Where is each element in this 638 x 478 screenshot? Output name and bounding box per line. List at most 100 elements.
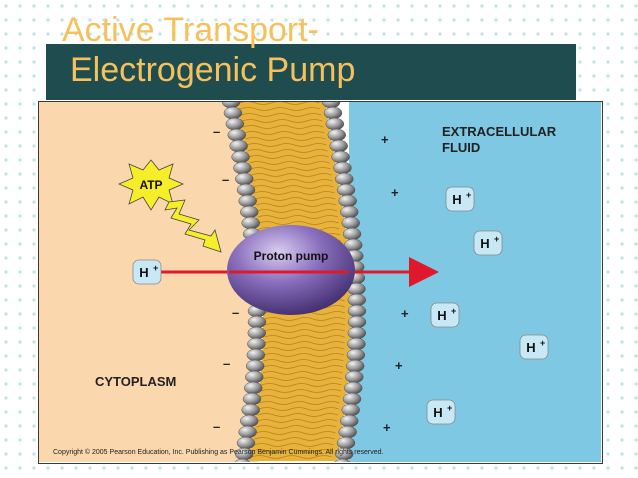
lipid-tail-line <box>250 167 331 171</box>
background-dot <box>4 340 8 344</box>
phospholipid-head <box>246 348 266 362</box>
phospholipid-head <box>347 293 367 307</box>
background-dot <box>606 60 610 64</box>
background-dot <box>522 466 526 470</box>
atp-label: ATP <box>139 178 162 192</box>
background-dot <box>578 32 582 36</box>
background-dot <box>242 32 246 36</box>
background-dot <box>60 4 64 8</box>
background-dot <box>620 4 624 8</box>
background-dot <box>32 200 36 204</box>
background-dot <box>606 130 610 134</box>
background-dot <box>4 144 8 148</box>
phospholipid-head <box>238 425 257 439</box>
background-dot <box>200 32 204 36</box>
background-dot <box>536 466 540 470</box>
phospholipid-head <box>247 337 266 351</box>
phospholipid-head <box>327 128 347 142</box>
lipid-tail-line <box>263 353 345 357</box>
background-dot <box>340 4 344 8</box>
background-dot <box>452 466 456 470</box>
background-dot <box>18 158 22 162</box>
ion-symbol: H <box>437 308 446 323</box>
background-dot <box>32 88 36 92</box>
background-dot <box>102 4 106 8</box>
background-dot <box>4 298 8 302</box>
background-dot <box>32 102 36 106</box>
background-dot <box>326 466 330 470</box>
background-dot <box>480 32 484 36</box>
lipid-tail-line <box>261 383 342 387</box>
lipid-tail-line <box>257 413 339 417</box>
background-dot <box>452 4 456 8</box>
background-dot <box>550 466 554 470</box>
background-dot <box>256 4 260 8</box>
background-dot <box>396 18 400 22</box>
membrane-charges: –––––+++++ <box>213 124 409 435</box>
phospholipid-head <box>334 458 351 462</box>
background-dot <box>424 18 428 22</box>
background-dot <box>466 466 470 470</box>
background-dot <box>18 32 22 36</box>
background-dot <box>46 18 50 22</box>
background-dot <box>508 466 512 470</box>
background-dot <box>200 466 204 470</box>
phospholipid-head <box>247 315 267 329</box>
background-dot <box>60 466 64 470</box>
background-dot <box>606 326 610 330</box>
phospholipid-head <box>241 403 260 417</box>
background-dot <box>32 186 36 190</box>
background-dot <box>606 172 610 176</box>
lipid-tail-line <box>257 215 339 219</box>
ion-charge: + <box>153 263 158 273</box>
background-dot <box>18 88 22 92</box>
proton-pump-label: Proton pump <box>254 249 329 263</box>
background-dot <box>368 32 372 36</box>
background-dot <box>284 466 288 470</box>
background-dot <box>284 32 288 36</box>
phospholipid-head <box>243 381 263 395</box>
background-dot <box>130 466 134 470</box>
background-dot <box>256 466 260 470</box>
proton-ions: H+H+H+H+H+H+ <box>132 186 549 425</box>
background-dot <box>116 4 120 8</box>
lipid-tail-line <box>259 401 340 405</box>
background-dot <box>32 270 36 274</box>
background-dot <box>634 466 638 470</box>
background-dot <box>606 144 610 148</box>
lipid-tail-line <box>260 389 342 393</box>
background-dot <box>522 32 526 36</box>
background-dot <box>74 32 78 36</box>
background-dot <box>606 382 610 386</box>
background-dot <box>326 32 330 36</box>
lipid-tail-line <box>251 455 332 459</box>
background-dot <box>424 32 428 36</box>
background-dot <box>466 18 470 22</box>
background-dot <box>592 466 596 470</box>
ion-box <box>519 334 549 360</box>
background-dot <box>480 18 484 22</box>
lipid-tail-line <box>246 143 327 147</box>
background-dot <box>32 228 36 232</box>
background-dot <box>606 424 610 428</box>
background-dot <box>620 298 624 302</box>
background-dot <box>4 410 8 414</box>
background-dot <box>284 4 288 8</box>
background-dot <box>340 18 344 22</box>
ion-symbol: H <box>433 405 442 420</box>
background-dot <box>18 214 22 218</box>
background-dot <box>606 102 610 106</box>
background-dot <box>158 32 162 36</box>
background-dot <box>620 214 624 218</box>
background-dot <box>620 326 624 330</box>
background-dot <box>172 466 176 470</box>
phospholipid-head <box>239 414 259 428</box>
background-dot <box>4 466 8 470</box>
background-dot <box>592 74 596 78</box>
lipid-tail-line <box>256 203 337 207</box>
background-dot <box>620 312 624 316</box>
lipid-tail-line <box>253 443 334 447</box>
background-dot <box>18 200 22 204</box>
background-dot <box>32 382 36 386</box>
background-dot <box>620 466 624 470</box>
